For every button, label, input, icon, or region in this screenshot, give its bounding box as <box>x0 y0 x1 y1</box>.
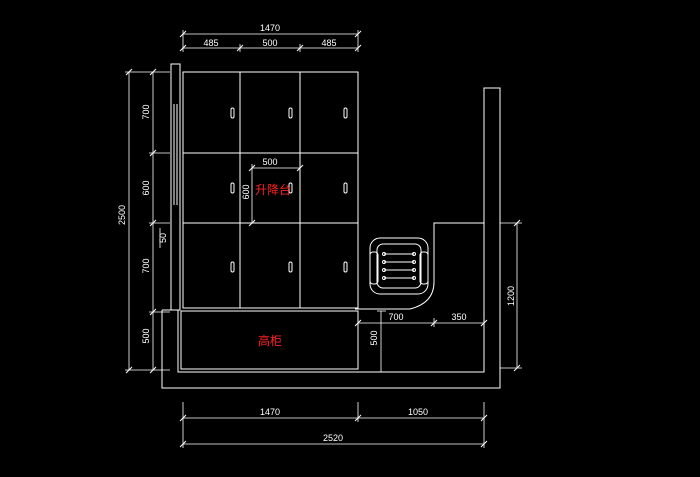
chair-icon <box>369 237 429 295</box>
dim-left-1: 700 <box>141 104 151 119</box>
dim-desk-h: 500 <box>369 330 379 345</box>
top-dimensions: 1470 485 500 485 <box>179 23 362 52</box>
dim-top-total: 1470 <box>260 23 280 33</box>
label-lift-table: 升降台 <box>255 182 291 197</box>
lift-table-cabinet: 500 600 升降台 <box>182 71 359 309</box>
dim-top-left: 485 <box>203 38 218 48</box>
right-dimensions: 1200 <box>500 219 522 372</box>
dim-left-4: 500 <box>141 328 151 343</box>
dim-top-right: 485 <box>321 38 336 48</box>
dim-left-3: 700 <box>141 258 151 273</box>
cabinet-handles <box>230 107 348 273</box>
dim-left-total: 2500 <box>117 205 127 225</box>
dim-left-small: 50 <box>158 233 168 243</box>
bottom-dimensions: 1470 1050 2520 <box>179 402 488 448</box>
dim-right-h: 1200 <box>506 286 516 306</box>
left-dimensions: 2500 700 600 700 500 50 <box>117 68 170 374</box>
dim-left-2: 600 <box>141 180 151 195</box>
dim-bottom-left: 1470 <box>260 407 280 417</box>
dim-inner-h: 600 <box>241 184 251 199</box>
dim-desk-w2: 350 <box>451 312 466 322</box>
room-walls <box>161 63 501 389</box>
tall-cabinet: 高柜 <box>180 310 359 370</box>
desk <box>355 222 484 310</box>
desk-dimensions: 700 350 500 <box>354 310 488 373</box>
dim-inner-w: 500 <box>262 157 277 167</box>
dim-top-mid: 500 <box>262 38 277 48</box>
dim-bottom-right: 1050 <box>408 407 428 417</box>
dim-bottom-total: 2520 <box>323 433 343 443</box>
dim-desk-w1: 700 <box>388 312 403 322</box>
label-tall-cabinet: 高柜 <box>258 333 282 348</box>
